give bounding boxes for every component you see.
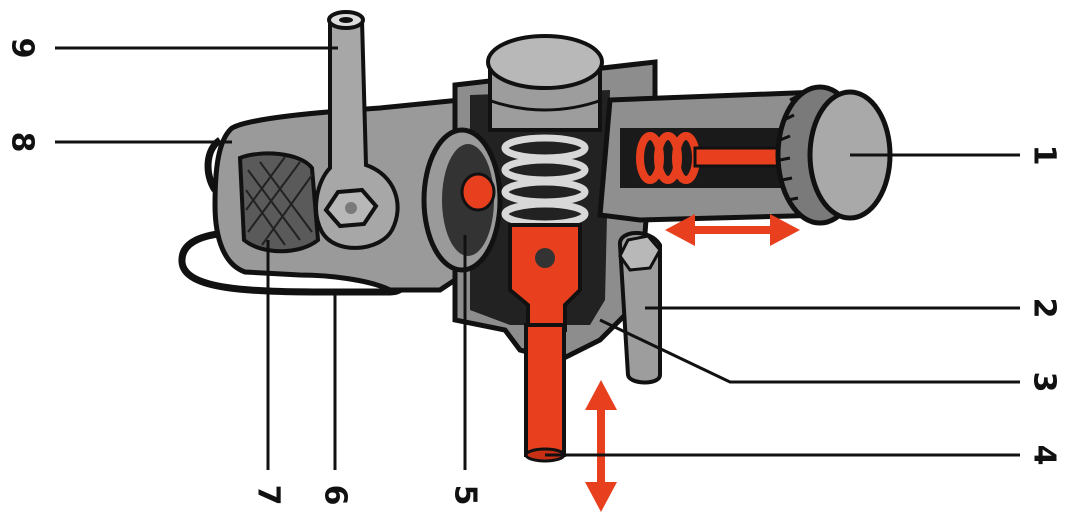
knurled-bore [237, 151, 321, 254]
red-plug-5 [460, 172, 496, 212]
callout-2: 2 [1027, 298, 1062, 319]
lever-2-nut [618, 234, 662, 272]
callout-labels: 9 8 1 2 3 4 5 6 7 [5, 38, 1062, 506]
callout-4: 4 [1027, 445, 1062, 466]
leader-lines [55, 46, 1020, 470]
vertical-motion-arrow [585, 380, 617, 512]
callout-1: 1 [1027, 145, 1062, 166]
callout-7: 7 [251, 485, 286, 506]
callout-9: 9 [5, 38, 40, 59]
callout-5: 5 [448, 485, 483, 506]
callout-8: 8 [5, 132, 40, 153]
top-cylinder-cap [486, 34, 604, 90]
compression-spring [501, 134, 589, 228]
knurl-pattern [245, 156, 313, 246]
plunger-rod-4 [524, 323, 566, 457]
callout-6: 6 [318, 485, 353, 506]
callout-3: 3 [1027, 372, 1062, 393]
horizontal-motion-arrow [665, 214, 800, 246]
